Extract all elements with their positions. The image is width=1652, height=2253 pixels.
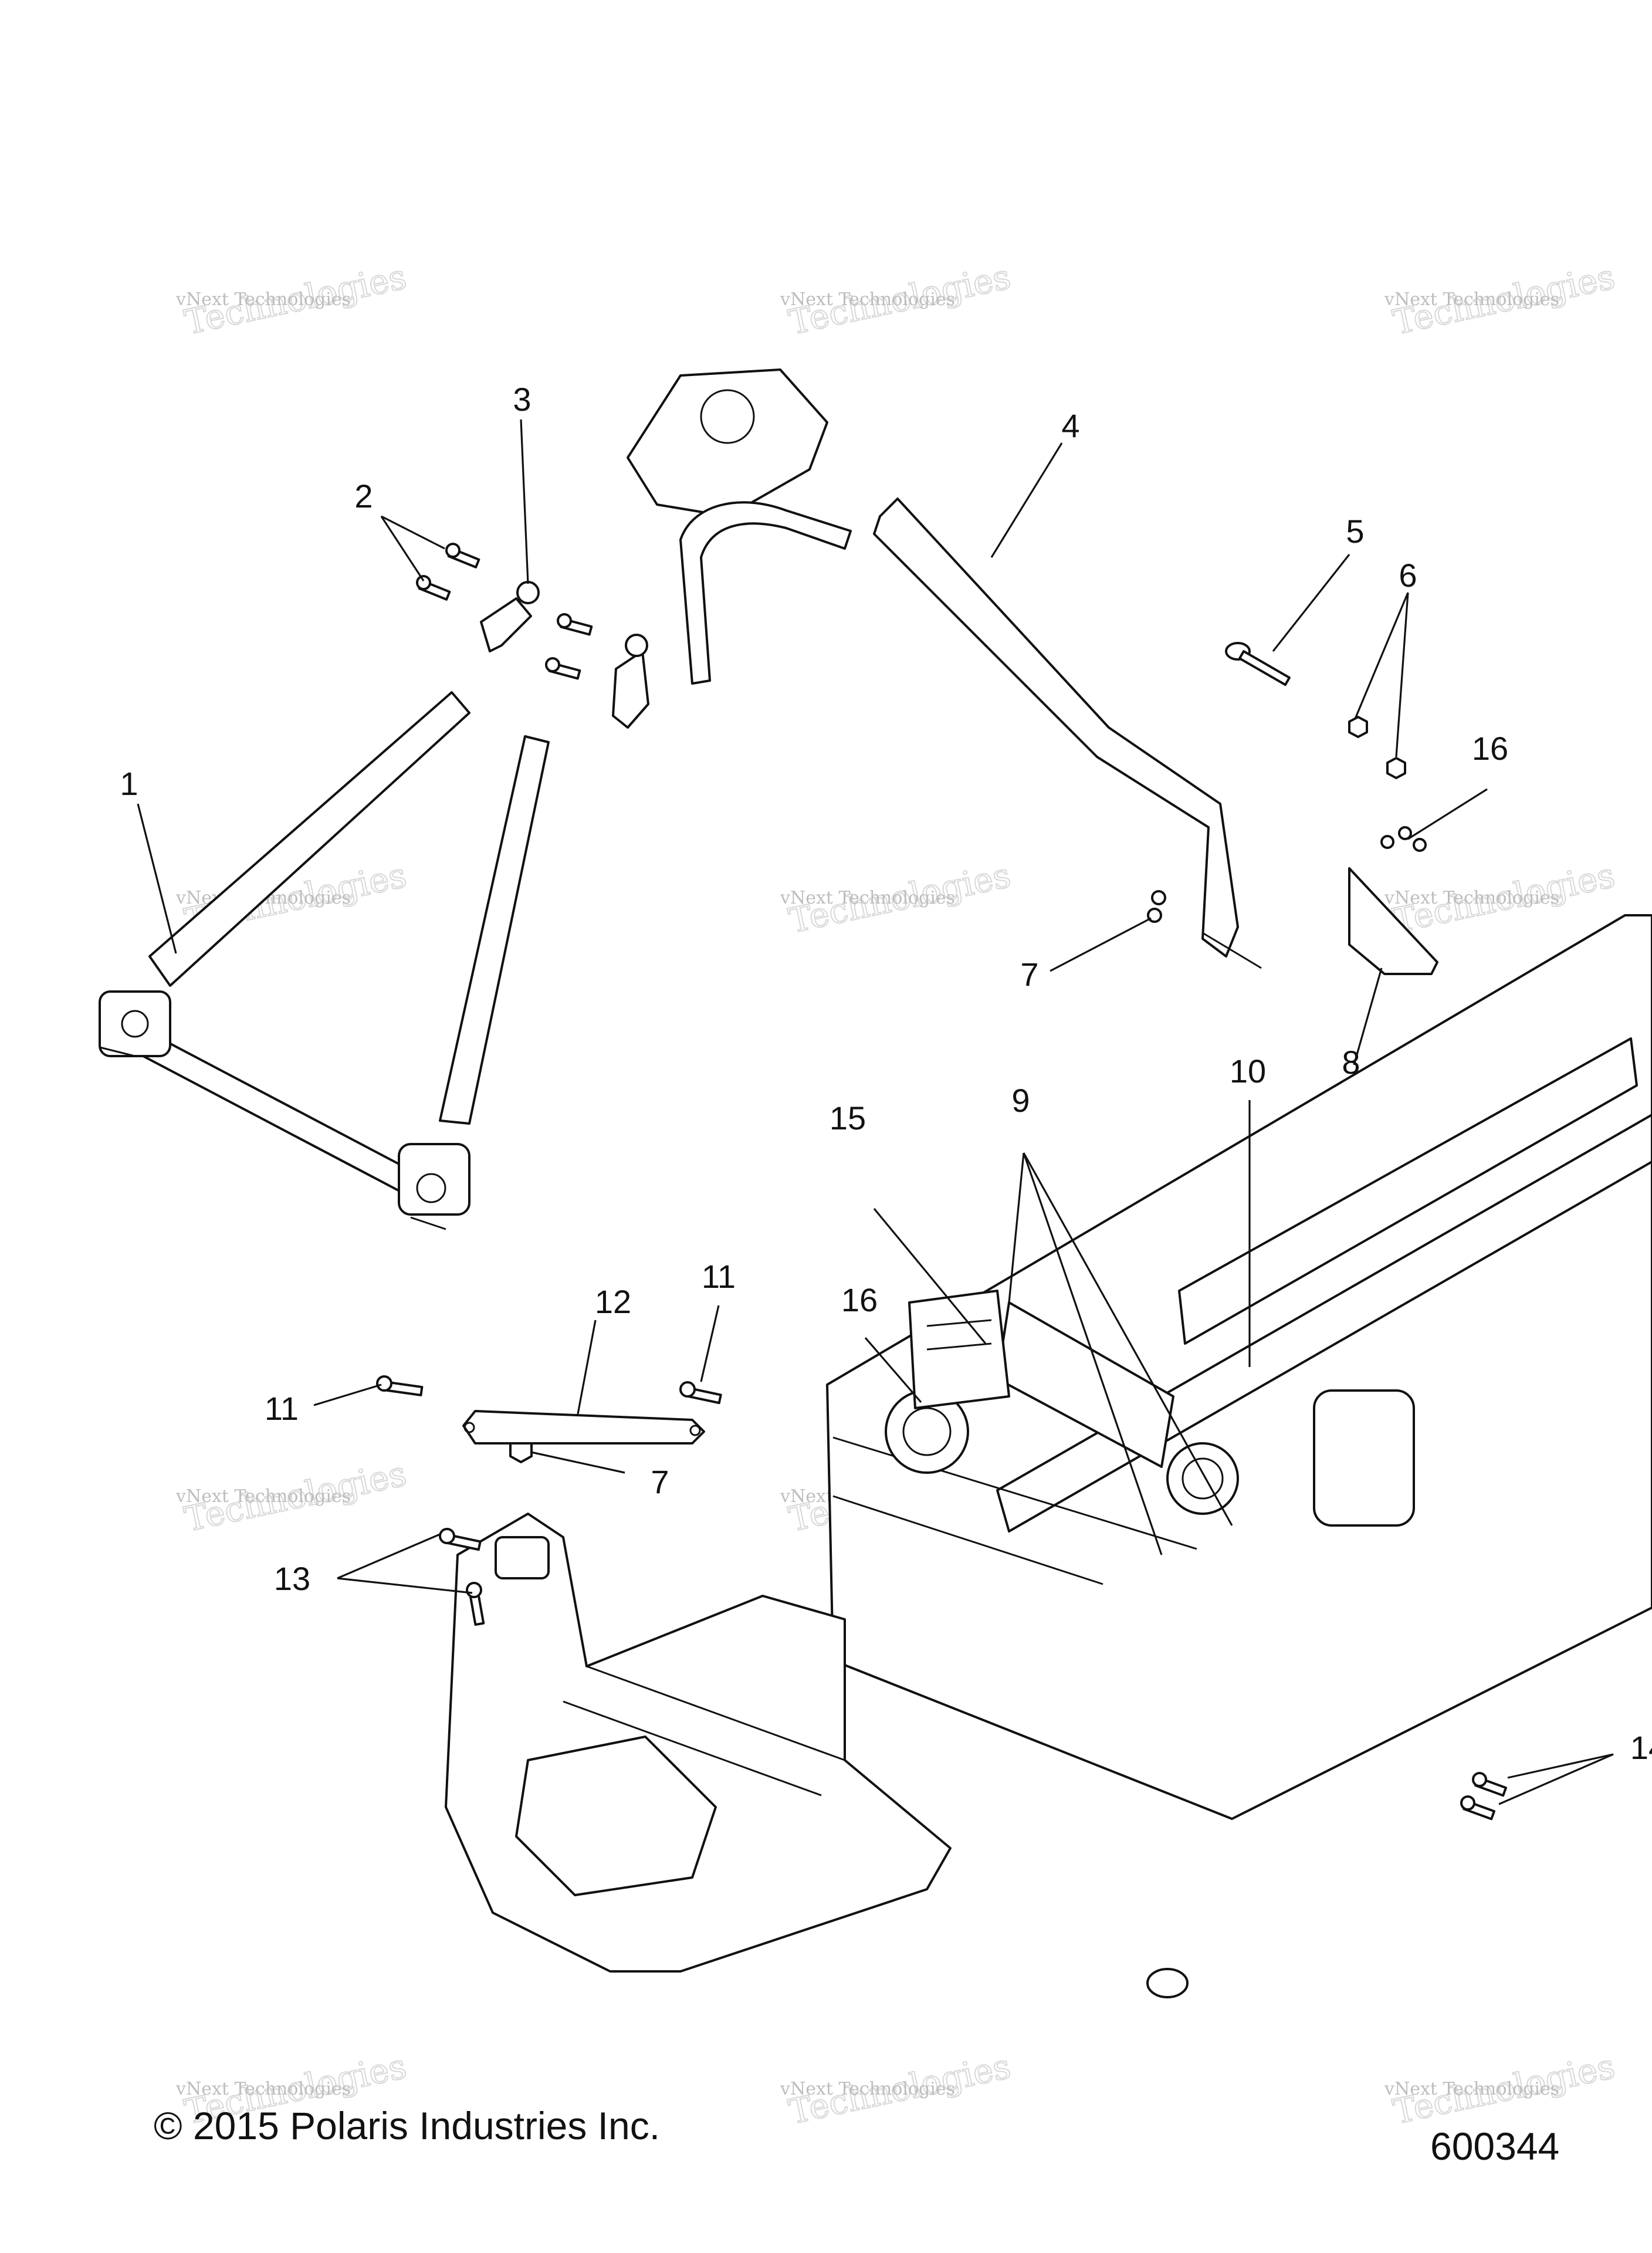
- part-8-bracket: [1348, 867, 1438, 975]
- callout-16b: 16: [841, 1281, 878, 1318]
- drawing-number: 600344: [1430, 2125, 1560, 2168]
- part-1-support-frame: [99, 691, 550, 1230]
- callout-13: 13: [274, 1560, 310, 1597]
- watermark: Technologies vNext Technologies: [1384, 854, 1619, 941]
- callout-16a: 16: [1472, 730, 1508, 767]
- watermark: Technologies vNext Technologies: [780, 854, 1014, 941]
- part-14-bolts: [1460, 1772, 1507, 1821]
- watermark: Technologies vNext Technologies: [175, 1453, 410, 1540]
- watermark: Technologies vNext Technologies: [1384, 2045, 1619, 2132]
- watermark: Technologies vNext Technologies: [780, 256, 1014, 343]
- part-15-bracket: [908, 1290, 1010, 1409]
- part-3-clamps: [480, 581, 649, 729]
- callout-8: 8: [1342, 1044, 1360, 1081]
- part-6-nuts: [1348, 716, 1406, 779]
- callout-1: 1: [120, 765, 138, 802]
- svg-text:vNext Technologies: vNext Technologies: [1384, 2079, 1559, 2099]
- callout-3: 3: [513, 381, 531, 418]
- callout-11b: 11: [265, 1390, 299, 1427]
- callout-6: 6: [1399, 557, 1417, 594]
- callout-12: 12: [595, 1283, 631, 1320]
- part-2-bolts: [416, 543, 593, 680]
- part-13-bolts: [439, 1528, 485, 1626]
- callout-14: 14: [1630, 1729, 1652, 1766]
- callouts: 1 2 3 4 5 6 7 7 8 9 10 11 11 12 13 14 15…: [120, 381, 1652, 1766]
- leader-lines: [137, 419, 1614, 1805]
- callout-11a: 11: [702, 1258, 736, 1295]
- watermark: Technologies vNext Technologies: [780, 2045, 1014, 2132]
- callout-4: 4: [1061, 407, 1079, 444]
- callout-10: 10: [1230, 1053, 1266, 1090]
- svg-text:vNext Technologies: vNext Technologies: [780, 888, 955, 908]
- part-5-pin: [1225, 642, 1291, 686]
- part-16-screws: [1380, 826, 1427, 852]
- svg-text:vNext Technologies: vNext Technologies: [1384, 888, 1559, 908]
- part-12-tie-rod: [462, 1410, 705, 1445]
- callout-7a: 7: [1020, 956, 1038, 993]
- svg-text:vNext Technologies: vNext Technologies: [780, 2079, 955, 2099]
- callout-2: 2: [354, 478, 373, 515]
- callout-5: 5: [1346, 513, 1364, 550]
- chassis-tunnel: [826, 914, 1652, 1820]
- callout-7b: 7: [651, 1463, 669, 1500]
- svg-text:vNext Technologies: vNext Technologies: [780, 289, 955, 310]
- svg-text:vNext Technologies: vNext Technologies: [175, 289, 351, 310]
- svg-text:vNext Technologies: vNext Technologies: [175, 1486, 351, 1507]
- copyright-notice: © 2015 Polaris Industries Inc.: [154, 2104, 661, 2147]
- watermark: Technologies vNext Technologies: [1384, 256, 1619, 343]
- callout-15: 15: [830, 1100, 866, 1136]
- front-bulkhead: [445, 1513, 1189, 1998]
- part-4-upper-frame: [627, 368, 1262, 969]
- watermark: Technologies vNext Technologies: [175, 256, 410, 343]
- svg-text:vNext Technologies: vNext Technologies: [175, 2079, 351, 2099]
- svg-text:vNext Technologies: vNext Technologies: [1384, 289, 1559, 310]
- part-11-bolts: [376, 1375, 722, 1405]
- callout-9: 9: [1011, 1082, 1030, 1119]
